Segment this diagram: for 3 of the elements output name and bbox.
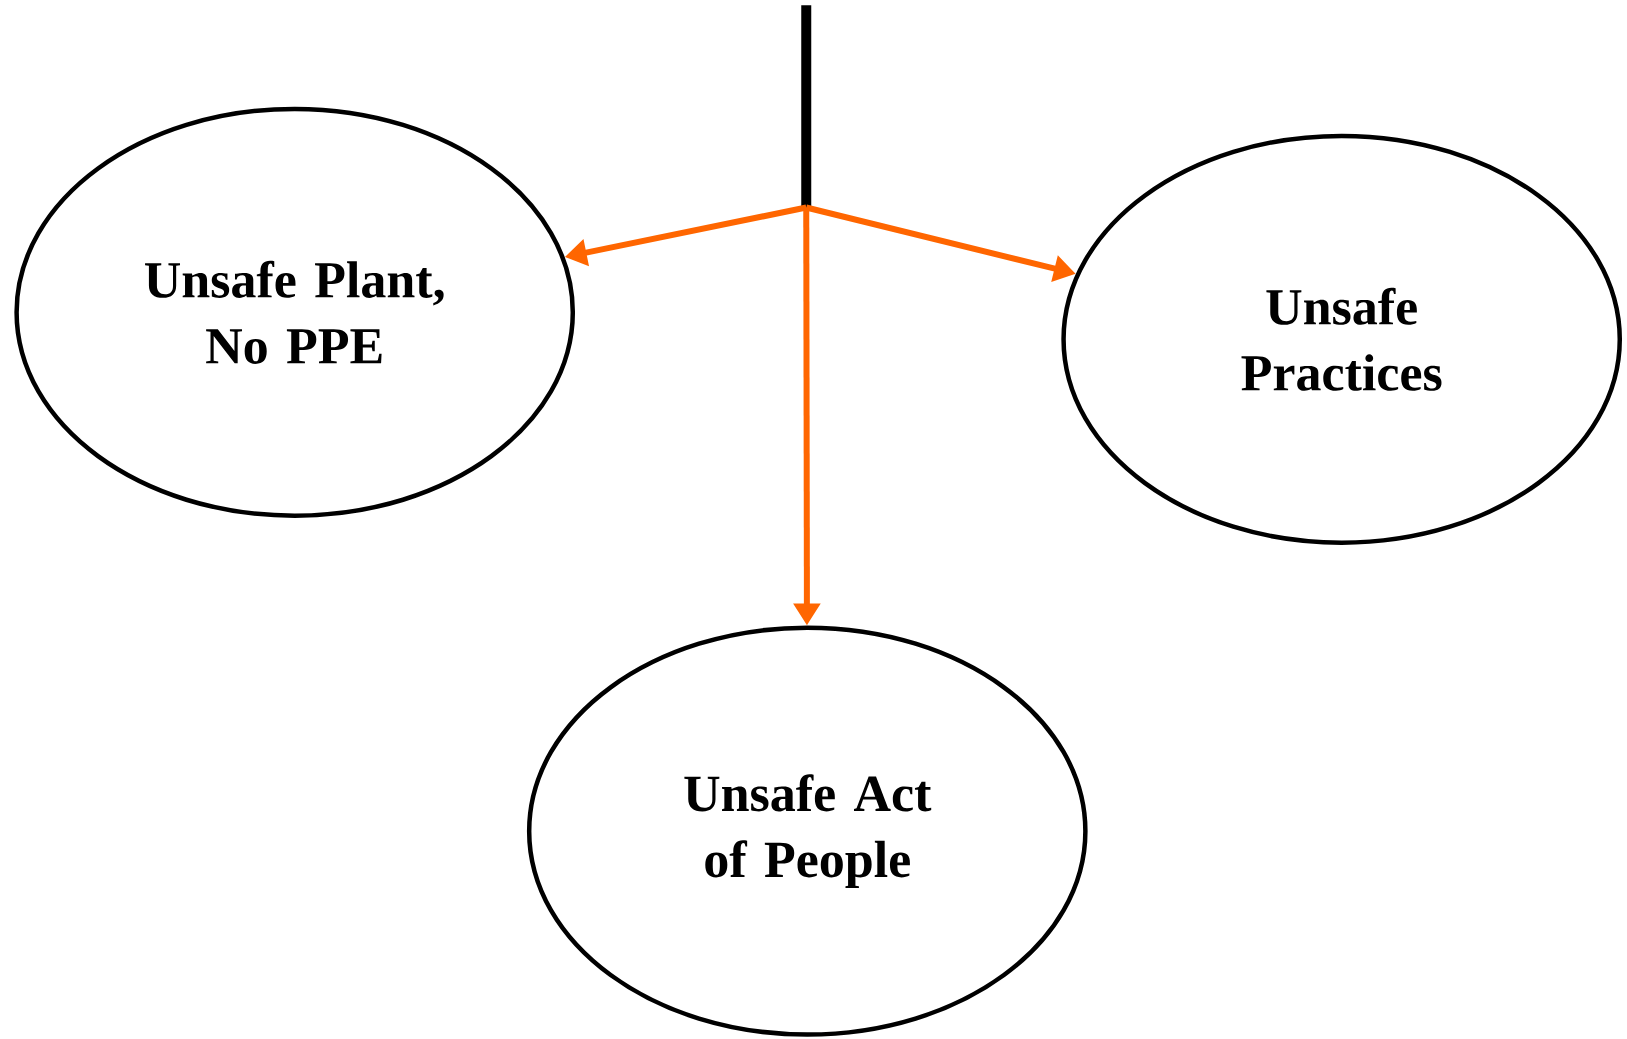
ellipse-node: Unsafe Plant, No PPE	[14, 106, 576, 518]
ellipse-node: Unsafe Practices	[1061, 133, 1622, 545]
ellipse-node: Unsafe Act of People	[526, 625, 1088, 1037]
